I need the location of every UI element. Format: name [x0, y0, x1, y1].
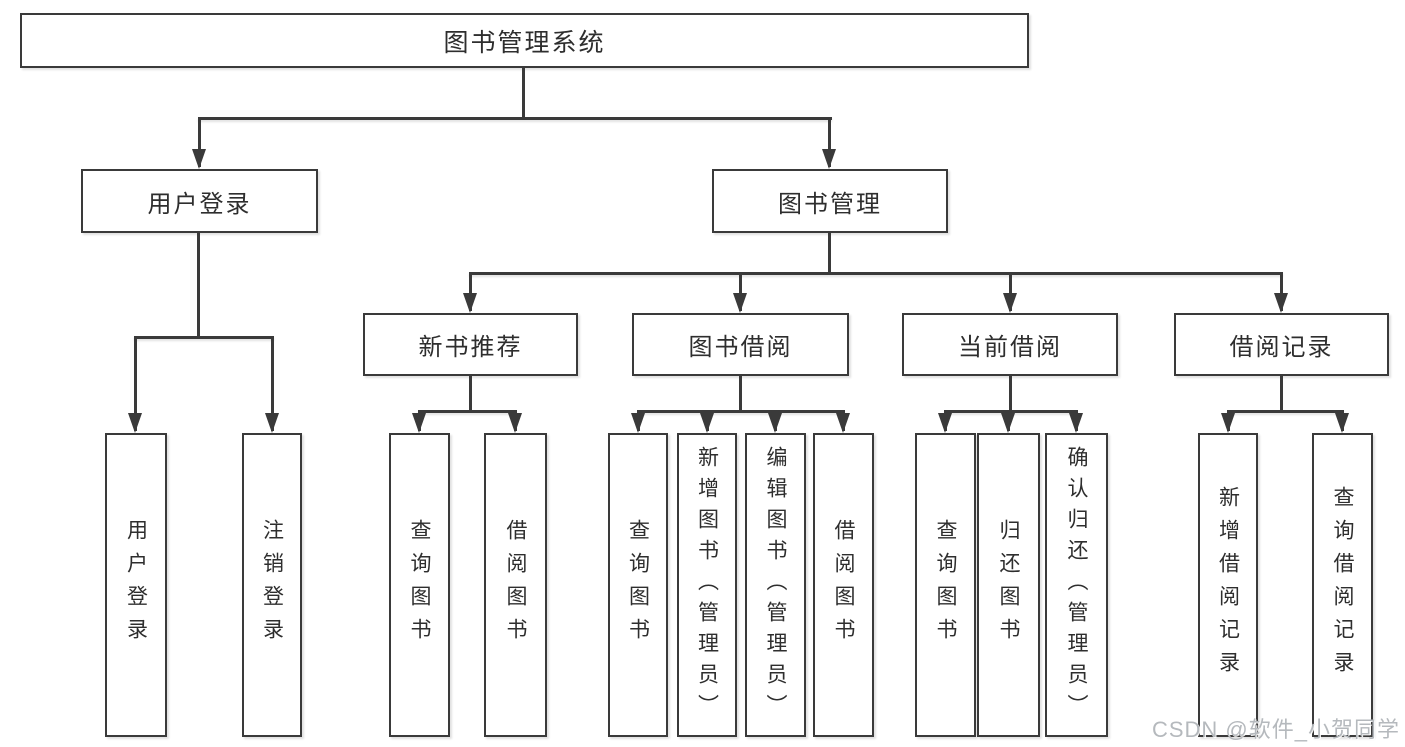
connector-bookborrow-stem [739, 376, 742, 410]
connector-to-borrow-records [1280, 272, 1283, 311]
connector-userlogin-stem [197, 233, 200, 336]
connector-currentborrow-stem [1009, 376, 1012, 410]
arrow-down-icon [1274, 293, 1288, 313]
node-leaf-borrow-books-newbooks: 借阅图书 [484, 433, 547, 737]
node-label: 图书借阅 [688, 334, 793, 361]
node-label: 新增借阅记录 [1216, 486, 1240, 684]
node-leaf-confirm-return-admin: 确认归还（管理员） [1045, 433, 1108, 737]
connector-to-leaf-user-login [134, 336, 137, 431]
node-label: 图书管理系统 [443, 28, 606, 57]
node-leaf-edit-books-admin: 编辑图书（管理员） [745, 433, 806, 737]
node-leaf-query-books-borrowing: 查询图书 [608, 433, 668, 737]
node-label: 用户登录 [147, 190, 252, 218]
node-label: 用户登录 [124, 519, 148, 651]
arrow-down-icon [1221, 413, 1235, 433]
arrow-down-icon [700, 413, 714, 433]
node-label: 归还图书 [997, 519, 1020, 651]
arrow-down-icon [733, 293, 747, 313]
node-leaf-return-books: 归还图书 [977, 433, 1040, 737]
connector-root-stem [522, 68, 525, 117]
node-label: 借阅图书 [504, 519, 527, 651]
connector-records-stem [1280, 376, 1283, 410]
connector-currentborrow-split [944, 410, 1078, 413]
node-label: 借阅图书 [832, 519, 855, 651]
connector-newbooks-stem [469, 376, 472, 410]
node-book-management-module: 图书管理 [712, 169, 948, 233]
node-current-borrowing: 当前借阅 [902, 313, 1118, 376]
arrow-down-icon [768, 413, 782, 433]
connector-to-current-borrow [1009, 272, 1012, 311]
connector-bookmgmt-stem [828, 233, 831, 272]
connector-to-user-login [198, 117, 201, 167]
csdn-watermark: CSDN @软件_小贺同学 [1151, 717, 1400, 742]
node-leaf-user-login: 用户登录 [105, 433, 167, 737]
arrow-down-icon [265, 413, 279, 433]
arrow-down-icon [631, 413, 645, 433]
node-label: 编辑图书（管理员） [764, 445, 787, 725]
node-leaf-query-borrow-record: 查询借阅记录 [1312, 433, 1373, 737]
arrow-down-icon [463, 293, 477, 313]
arrow-down-icon [1335, 413, 1349, 433]
connector-to-book-borrow [739, 272, 742, 311]
arrow-down-icon [1001, 413, 1015, 433]
node-leaf-query-books-current: 查询图书 [915, 433, 976, 737]
arrow-down-icon [128, 413, 142, 433]
node-label: 注销登录 [260, 519, 284, 651]
node-leaf-add-books-admin: 新增图书（管理员） [677, 433, 737, 737]
node-label: 查询图书 [408, 519, 431, 651]
arrow-down-icon [836, 413, 850, 433]
node-leaf-query-books-newbooks: 查询图书 [389, 433, 450, 737]
arrow-down-icon [412, 413, 426, 433]
node-label: 当前借阅 [958, 334, 1062, 361]
connector-to-new-books [469, 272, 472, 311]
arrow-down-icon [938, 413, 952, 433]
node-leaf-logout: 注销登录 [242, 433, 302, 737]
node-label: 新增图书（管理员） [695, 445, 719, 725]
node-label: 确认归还（管理员） [1065, 445, 1088, 725]
node-label: 查询图书 [626, 519, 650, 651]
arrow-down-icon [822, 149, 836, 169]
node-label: 新书推荐 [418, 334, 523, 361]
node-label: 借阅记录 [1229, 334, 1334, 361]
node-label: 查询借阅记录 [1331, 486, 1354, 684]
node-label: 查询图书 [934, 519, 957, 651]
connector-root-split [198, 117, 832, 120]
connector-newbooks-split [418, 410, 517, 413]
connector-userlogin-split [134, 336, 274, 339]
arrow-down-icon [192, 149, 206, 169]
arrow-down-icon [1003, 293, 1017, 313]
node-book-borrowing: 图书借阅 [632, 313, 849, 376]
connector-records-split [1227, 410, 1344, 413]
connector-to-leaf-logout [271, 336, 274, 431]
node-leaf-add-borrow-record: 新增借阅记录 [1198, 433, 1258, 737]
node-user-login-module: 用户登录 [81, 169, 318, 233]
node-leaf-borrow-books-borrowing: 借阅图书 [813, 433, 874, 737]
connector-to-book-mgmt [828, 117, 831, 167]
node-label: 图书管理 [778, 190, 882, 218]
node-borrowing-records: 借阅记录 [1174, 313, 1389, 376]
node-new-book-recommend: 新书推荐 [363, 313, 578, 376]
arrow-down-icon [1069, 413, 1083, 433]
connector-bookmgmt-split [469, 272, 1283, 275]
node-library-management-system: 图书管理系统 [20, 13, 1029, 68]
arrow-down-icon [508, 413, 522, 433]
connector-bookborrow-split [637, 410, 845, 413]
